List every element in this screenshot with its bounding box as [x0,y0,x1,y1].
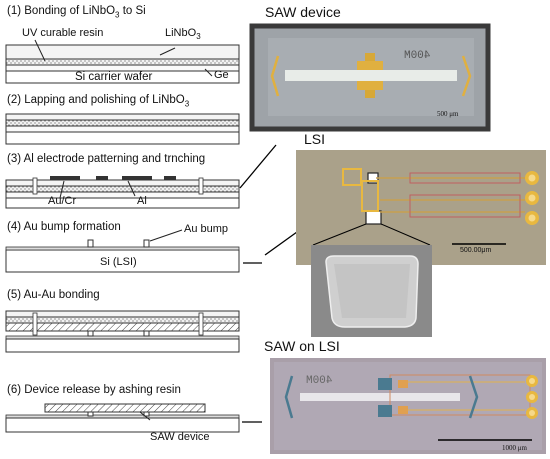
aucr-leader [59,180,65,199]
step2-diagram [5,113,240,145]
lsi-title: LSI [304,131,326,147]
step3-title: (3) Al electrode patterning and trnching [7,153,206,165]
ge-leader [204,68,213,77]
au-bump-label: Au bump [184,223,229,235]
uv-resin-label: UV curable resin [22,27,104,39]
step2-title: (2) Lapping and polishing of LiNbO3 [7,94,190,109]
step4-title: (4) Au bump formation [7,221,121,233]
step6-diagram [5,403,240,433]
step1-diagram [5,39,240,84]
saw-device-leader [139,411,151,421]
saw-device-photo [249,23,491,132]
au-bump-left [87,239,94,248]
saw-device-scale: 500 μm [437,110,459,118]
step3-diagram [5,176,240,209]
step6-title: (6) Device release by ashing resin [7,384,181,396]
si-carrier-label: Si carrier wafer [75,71,153,83]
uv-resin-leader [34,39,46,62]
aucr-label: Au/Cr [48,195,77,207]
step5-title: (5) Au-Au bonding [7,289,100,301]
step5-diagram [5,310,240,353]
ge-label: Ge [214,69,229,81]
connector-step3 [239,144,277,189]
saw-device-chip-text: 400M [404,50,431,62]
linbo3-leader [159,47,176,56]
saw-on-lsi-chip-text: 400M [306,375,333,387]
step1-title: (1) Bonding of LiNbO3 to Si [7,5,146,20]
saw-on-lsi-scale: 1000 μm [502,444,527,452]
au-bump-right [143,239,150,248]
lsi-scale: 500.00μm [460,247,492,254]
si-lsi-label: Si (LSI) [100,256,137,268]
au-bump-leader [149,229,183,242]
saw-on-lsi-title: SAW on LSI [264,338,340,354]
saw-device-title: SAW device [265,4,341,20]
al-label: Al [137,195,147,207]
saw-device-small-label: SAW device [150,431,210,443]
saw-on-lsi-photo [270,358,546,454]
linbo3-label: LiNbO3 [165,27,201,42]
au-bump-sem-inset [311,245,432,337]
step4-diagram [5,229,240,273]
al-leader [127,180,136,197]
